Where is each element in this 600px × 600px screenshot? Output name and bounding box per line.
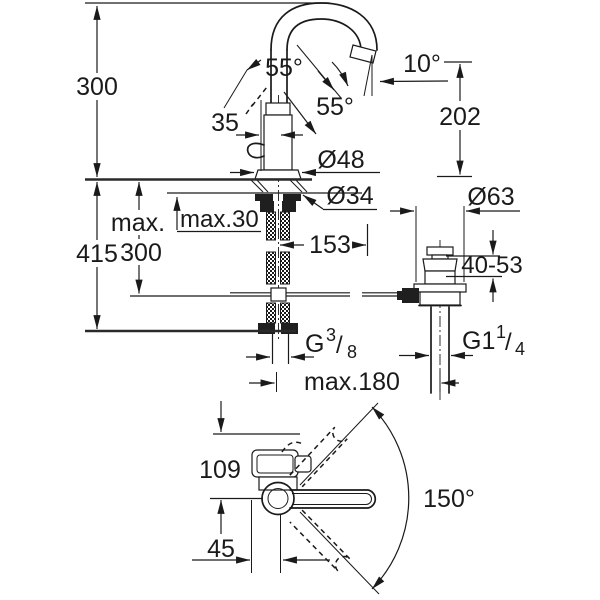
angle-55-lower-leader: [283, 91, 317, 135]
dim-label-max-prefix: max.: [111, 209, 165, 237]
handle-lever: [246, 142, 265, 159]
drain-mid-body: [424, 270, 456, 285]
dim-label-max-300: 300: [120, 239, 162, 267]
angle-55-upper-arrow-left: [246, 58, 262, 71]
drain-plug: [426, 246, 454, 256]
spray-angle-arc: [331, 61, 349, 87]
outlet-axis-ref: [363, 54, 373, 97]
dimensions-side-view: [85, 2, 520, 392]
plan-view: [192, 401, 410, 595]
dia-label-48: Ø48: [317, 146, 364, 174]
angle-label-150: 150°: [423, 485, 475, 513]
angle-label-55-upper: 55°: [265, 54, 303, 82]
angle-label-10: 10°: [403, 50, 441, 78]
rod-coupling: [270, 287, 287, 302]
dia-label-63: Ø63: [467, 183, 514, 211]
mounting-hardware: [255, 194, 301, 212]
labels: 300 415 max. 300 max.30 35 55° 55° 10° 2…: [76, 50, 525, 563]
swivel-arc-150: [371, 406, 410, 590]
g114-superscript: 1: [496, 322, 506, 342]
drain-upper-body: [422, 258, 458, 272]
spout-collar: [265, 102, 291, 116]
faucet-side-view: [130, 2, 402, 364]
g38-slash: /: [336, 332, 343, 359]
angle-label-55-lower: 55°: [316, 93, 354, 121]
spout-inner-curve: [286, 18, 362, 52]
dia34-leader: [302, 194, 324, 210]
g38-prefix: G: [305, 330, 324, 358]
dim-label-153: 153: [309, 231, 351, 259]
aerator: [349, 44, 377, 64]
dim-label-40-53: 40-53: [461, 252, 522, 279]
handle-inner-line: [256, 454, 294, 474]
handle-swing-dashed: [281, 441, 304, 453]
swivel-ref-upper: [299, 402, 379, 486]
spout-top-view: [289, 489, 377, 509]
spout-dashed-lower: [289, 509, 351, 572]
g38-superscript: 3: [326, 325, 336, 345]
handle-knob: [294, 455, 312, 473]
body-neck-top-view: [258, 476, 298, 491]
hose-connector-right: [281, 323, 298, 334]
g38-subscript: 8: [347, 342, 357, 362]
thread-label-g114: G1 1 / 4: [462, 322, 525, 359]
dia-label-34: Ø34: [326, 182, 373, 210]
drain-locknut: [419, 291, 461, 306]
label-masks: [71, 73, 486, 267]
thread-label-g38: G 3 / 8: [305, 325, 357, 362]
angle-55-upper-ref-left: [223, 69, 248, 109]
dim-label-max30: max.30: [180, 206, 259, 233]
angle-10-leader: [379, 77, 449, 86]
body-circle-inner: [267, 488, 289, 509]
dim-label-202: 202: [439, 103, 481, 131]
rod-joint-knob: [402, 288, 419, 303]
dim-label-35: 35: [211, 109, 239, 137]
counter-section-hatch: [249, 178, 308, 193]
spout-top-view-inner: [292, 493, 372, 505]
dim-label-45: 45: [207, 535, 235, 563]
dim-label-109: 109: [199, 456, 241, 484]
rod-joint-cap: [397, 291, 403, 300]
dim-label-300-height: 300: [76, 73, 118, 101]
faucet-body: [263, 114, 293, 171]
drain-side-view: [397, 240, 467, 400]
g114-prefix: G1: [462, 327, 495, 355]
drain-flange: [413, 283, 467, 293]
swivel-ref-lower: [299, 511, 380, 595]
g114-slash: /: [505, 329, 512, 356]
handle-raised-dashed2: [245, 103, 254, 115]
supply-hoses: [266, 211, 290, 324]
hose-connector-left: [258, 323, 275, 334]
dim-label-max180: max.180: [304, 368, 400, 396]
angle-55-upper-arrow-right: [317, 70, 335, 91]
spout-dashed-upper: [289, 426, 348, 488]
handle-raised-dashed: [251, 86, 268, 107]
g114-subscript: 4: [515, 339, 525, 359]
dim-label-415: 415: [76, 240, 118, 268]
base-flange: [254, 169, 302, 180]
